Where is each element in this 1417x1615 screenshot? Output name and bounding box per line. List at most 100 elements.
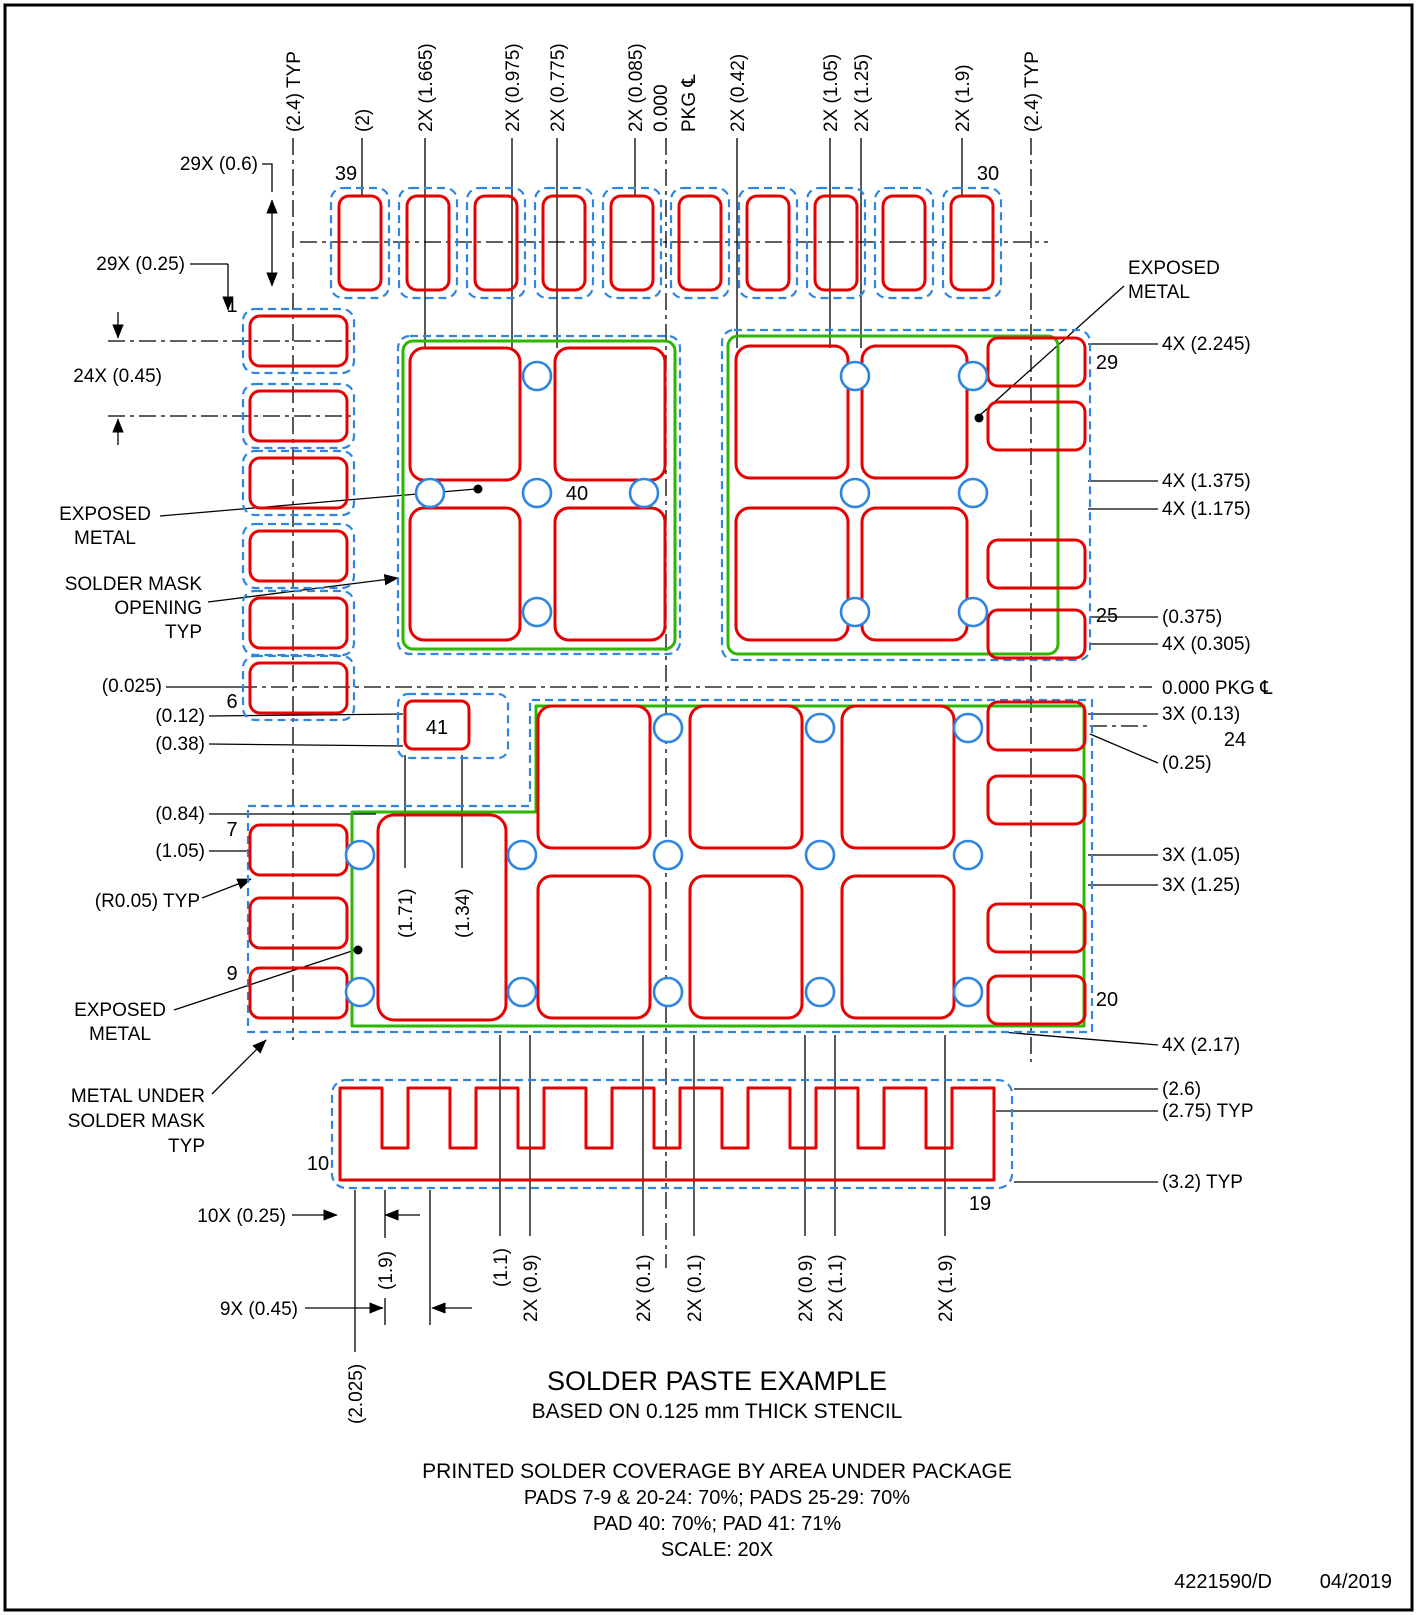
pad20-24-paste [536,704,652,850]
bottom-leader-lines [354,755,946,1352]
dim-label: (2.4) TYP [1022,51,1043,132]
dim-label: (0.12) [155,706,205,727]
left-dim-labels: 29X (0.6) 29X (0.25) 24X (0.45) (0.025) … [73,154,298,1320]
pad-left [248,823,349,877]
dim-label: 2X (0.085) [626,43,647,132]
pad-left [248,661,349,715]
right-dim-labels: 4X (2.245) 4X (1.375) 4X (1.175) (0.375)… [1162,334,1273,1193]
pad-top [677,194,723,292]
scale-note: SCALE: 20X [661,1539,773,1561]
pad25-29-paste [734,344,850,480]
metal-under-mask-label: METAL UNDER [71,1086,205,1107]
pad-right [986,608,1087,660]
dim-label: 4X (0.305) [1162,634,1251,655]
dim-label: 2X (1.9) [936,1254,957,1322]
solder-mask-opening-label: SOLDER MASK [65,574,203,595]
bottom-dim-labels: (2.025) (1.9) (1.71) (1.34) (1.1) 2X (0.… [346,888,957,1424]
dim-label: (0.25) [1162,753,1212,774]
pad-number: 1 [226,295,237,317]
pad20-24-paste [840,704,956,850]
dim-label: 2X (0.42) [728,54,749,132]
pad-number: 24 [1224,729,1246,751]
dim-label: 0.000 [651,84,672,132]
pad20-24-paste [536,874,652,1020]
metal-outline-pads25-29 [726,334,1060,656]
dim-label: 29X (0.6) [180,154,258,175]
pad-right [986,538,1087,590]
pad-right [986,400,1087,452]
dim-label: 2X (0.975) [503,43,524,132]
dim-label: (1.9) [376,1251,397,1290]
dim-label: 10X (0.25) [197,1206,286,1227]
dim-label: (0.375) [1162,607,1222,628]
pad-number: 25 [1096,605,1118,627]
doc-number: 4221590/D [1174,1571,1272,1593]
dim-label: (R0.05) TYP [95,891,200,912]
dim-label: 29X (0.25) [96,254,185,275]
dim-label: 2X (0.775) [548,43,569,132]
pad-left [248,966,349,1020]
pad-right [986,902,1087,954]
dim-label: 4X (1.175) [1162,499,1251,520]
pad-top [405,194,451,292]
exposed-metal-dot-bottom [353,945,363,955]
pad25-29-paste [860,344,969,480]
mask-outline-pad41 [396,692,510,760]
page-border [3,3,1414,1612]
dim-label: 2X (1.05) [821,54,842,132]
dim-label: (1.34) [453,888,474,938]
pad-number: 39 [335,163,357,185]
exposed-metal-label: METAL [89,1024,151,1045]
mask-outlines [241,186,1094,1190]
pad-number: 10 [307,1153,329,1175]
mask-outline-comb [330,1078,1014,1190]
pad-top [949,194,995,292]
pad-tall-paste [376,813,508,1022]
dim-label: 2X (0.9) [521,1254,542,1322]
dim-label: 9X (0.45) [220,1299,298,1320]
dim-label: 3X (0.13) [1162,704,1240,725]
coverage-heading: PRINTED SOLDER COVERAGE BY AREA UNDER PA… [422,1460,1012,1483]
dim-label: 3X (1.05) [1162,845,1240,866]
pad-left [248,896,349,950]
left-dimension-lines [112,163,472,1314]
pad-left [248,596,349,650]
dim-label: (0.38) [155,734,205,755]
dim-label: (1.1) [491,1248,512,1287]
centerlines [108,138,1152,1268]
exposed-metal-label: EXPOSED [59,504,151,525]
pad25-29-paste [734,506,850,642]
pad-top [609,194,655,292]
metal-under-mask-label: TYP [168,1136,205,1157]
coverage-line1: PADS 7-9 & 20-24: 70%; PADS 25-29: 70% [524,1487,910,1509]
dim-label: 0.000 PKG ℄ [1162,678,1273,699]
pad40-paste [408,346,522,482]
exposed-metal-label: EXPOSED [74,1000,166,1021]
doc-date: 04/2019 [1320,1571,1392,1593]
mask-outline-bottom-region [246,698,1094,1034]
pad-comb-paste [338,1086,996,1182]
exposed-metal-label: METAL [1128,282,1190,303]
exposed-metal-dot-left [473,484,483,494]
drawing-subtitle: BASED ON 0.125 mm THICK STENCIL [532,1400,903,1423]
dim-label: 2X (1.665) [416,43,437,132]
dim-label: (2.75) TYP [1162,1101,1254,1122]
dim-label: (3.2) TYP [1162,1172,1243,1193]
pad-left [248,314,349,368]
pad40-paste [408,506,522,642]
pad20-24-paste [840,874,956,1020]
right-leader-lines [996,343,1159,1183]
top-dim-labels: (2.4) TYP (2) 2X (1.665) 2X (0.975) 2X (… [284,43,1043,132]
dim-label: 2X (1.9) [953,64,974,132]
pad-number: 20 [1096,989,1118,1011]
dim-label: 2X (0.1) [685,1254,706,1322]
dim-label: (1.71) [396,888,417,938]
pad-number: 41 [426,717,448,739]
pad-top [541,194,587,292]
metal-under-mask-label: SOLDER MASK [68,1111,206,1132]
dim-label: 24X (0.45) [73,366,162,387]
pad-top [473,194,519,292]
pad-number: 30 [977,163,999,185]
dim-label: 4X (1.375) [1162,471,1251,492]
